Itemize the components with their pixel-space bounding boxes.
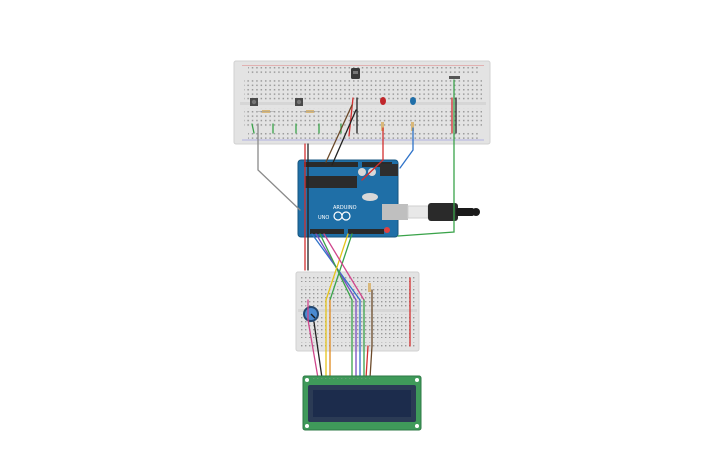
wires-lcd [307,233,411,379]
resistor[interactable] [302,110,320,113]
resistor[interactable] [258,110,275,113]
usb-cable[interactable] [407,203,480,221]
header-connector [449,76,460,79]
pushbutton[interactable] [250,98,258,106]
board-logo-text: UNO [318,215,329,221]
board-brand-text: ARDUINO [333,205,357,211]
red-led[interactable] [380,97,386,105]
resistor[interactable] [368,283,371,292]
potentiometer[interactable] [303,306,319,322]
temperature-sensor[interactable] [351,68,360,79]
breadboard-top[interactable] [233,60,491,145]
wires-arduino [257,79,455,271]
lcd-16x2[interactable] [302,375,422,431]
resistor[interactable] [381,122,384,131]
wires-top [251,97,457,137]
blue-led[interactable] [410,97,416,105]
breadboard-small[interactable] [295,271,420,352]
resistor[interactable] [411,122,414,131]
pushbutton[interactable] [295,98,303,106]
arduino-uno[interactable]: UNO ARDUINO [297,159,408,238]
